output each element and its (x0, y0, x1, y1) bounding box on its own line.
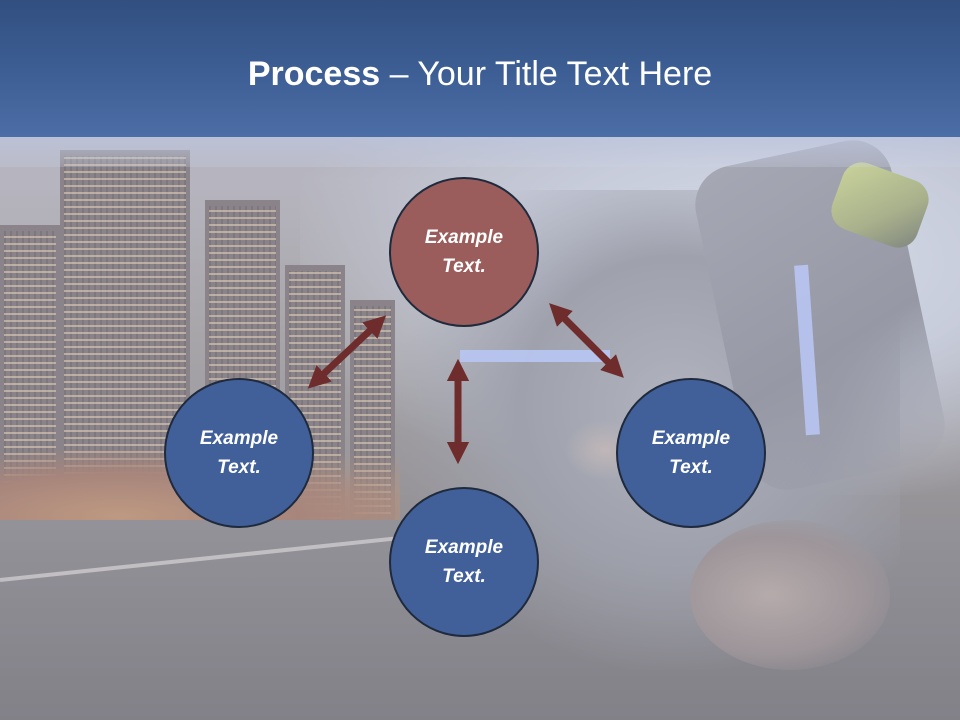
node-right-label: Example Text. (651, 428, 731, 478)
node-bottom-label: Example Text. (424, 537, 504, 587)
node-left[interactable]: Example Text. (164, 378, 314, 528)
slide-title[interactable]: Process – Your Title Text Here (0, 52, 960, 96)
node-top[interactable]: Example Text. (389, 177, 539, 327)
slide-title-rest: – Your Title Text Here (380, 55, 713, 93)
title-band (0, 137, 960, 167)
node-bottom[interactable]: Example Text. (389, 487, 539, 637)
title-bar: Process – Your Title Text Here (0, 0, 960, 137)
slide-title-bold: Process (247, 55, 381, 93)
node-top-label: Example Text. (424, 227, 504, 277)
arrow-top-right (549, 303, 624, 378)
node-left-label: Example Text. (199, 428, 279, 478)
background-dancer-face (690, 520, 890, 670)
arrow-top-left (307, 315, 387, 389)
node-right[interactable]: Example Text. (616, 378, 766, 528)
